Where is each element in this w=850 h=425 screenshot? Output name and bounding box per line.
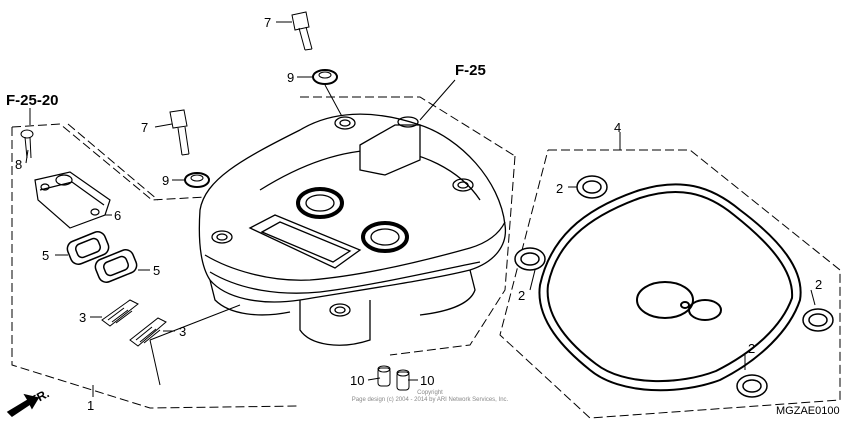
copyright-line-1: Copyright xyxy=(417,390,443,396)
callout-6: 6 xyxy=(114,208,122,223)
bolt-7-lower xyxy=(169,109,190,156)
callout-10-right: 10 xyxy=(420,373,435,388)
callout-9-lower: 9 xyxy=(162,173,170,188)
callout-10-left: 10 xyxy=(350,373,365,388)
cover-6 xyxy=(34,171,111,229)
plug-seal-2-right xyxy=(802,308,834,332)
callout-2-left: 2 xyxy=(518,288,526,303)
callout-3-lower: 3 xyxy=(179,324,187,339)
ref-label-f-25[interactable]: F-25 xyxy=(455,62,486,79)
washer-9-lower xyxy=(184,172,210,188)
grommet-5-right xyxy=(94,249,138,283)
assembly-1-outline xyxy=(11,96,516,409)
callout-2-upper: 2 xyxy=(556,181,564,196)
callout-8: 8 xyxy=(15,157,23,172)
callout-9-upper: 9 xyxy=(287,70,295,85)
callout-5-left: 5 xyxy=(42,248,50,263)
bolt-8 xyxy=(20,129,34,159)
callout-2-right: 2 xyxy=(815,277,823,292)
bolt-7-upper xyxy=(291,11,313,51)
ref-label-f-25-20[interactable]: F-25-20 xyxy=(6,92,59,109)
callout-7-lower: 7 xyxy=(141,120,149,135)
gasket-set-outline xyxy=(499,149,841,419)
diagram-code: MGZAE0100 xyxy=(776,405,840,417)
front-arrow-icon xyxy=(6,393,40,417)
gasket-4 xyxy=(538,183,802,392)
guide-3-upper xyxy=(101,299,139,327)
copyright-line-2: Page design (c) 2004 - 2014 by ARI Netwo… xyxy=(351,397,509,403)
callout-1: 1 xyxy=(87,398,95,413)
callout-3-upper: 3 xyxy=(79,310,87,325)
plug-seal-2-upper xyxy=(576,175,608,199)
plug-seal-2-left xyxy=(514,247,546,271)
callout-7-upper: 7 xyxy=(264,15,272,30)
copyright-notice: Copyright Page design (c) 2004 - 2014 by… xyxy=(340,390,520,404)
dowel-10-left xyxy=(377,365,391,387)
washer-9-upper xyxy=(312,69,338,85)
callout-5-right: 5 xyxy=(153,263,161,278)
callout-4: 4 xyxy=(614,120,622,135)
plug-seal-2-lower xyxy=(736,374,768,398)
callout-2-lower: 2 xyxy=(748,341,756,356)
dowel-10-right xyxy=(396,369,410,391)
cylinder-head-cover xyxy=(198,113,507,346)
grommet-5-left xyxy=(66,231,110,265)
guide-3-lower xyxy=(129,317,167,347)
